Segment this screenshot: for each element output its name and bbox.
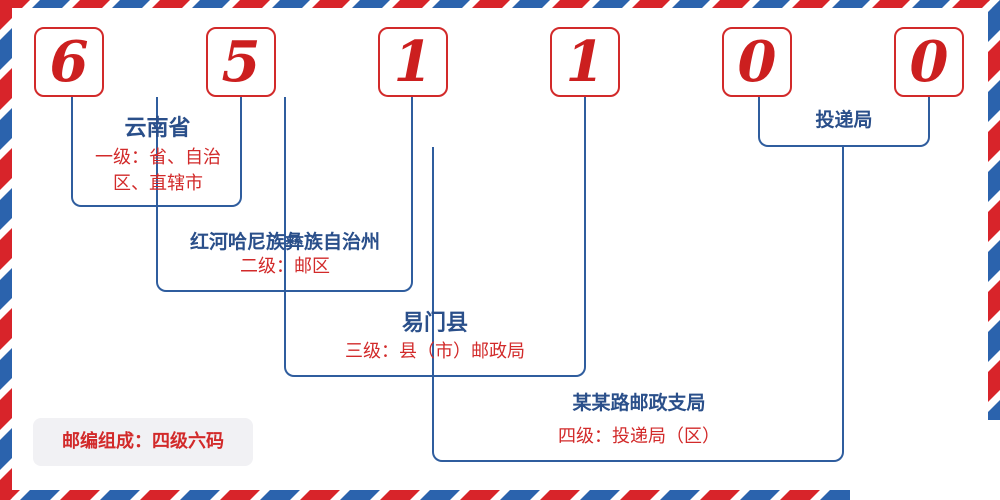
branch-desc: 四级：投递局（区） xyxy=(558,426,720,447)
delivery-title: 投递局 xyxy=(815,109,873,131)
digit-1: 6 xyxy=(34,27,104,97)
bracket-branch xyxy=(432,147,844,462)
province-title: 云南省 xyxy=(124,116,191,141)
district-desc: 二级：邮区 xyxy=(240,256,330,277)
digit-6: 0 xyxy=(894,27,964,97)
bracket-county xyxy=(284,97,586,377)
county-title: 易门县 xyxy=(401,311,468,336)
district-title: 红河哈尼族彝族自治州 xyxy=(189,231,380,253)
branch-title: 某某路邮政支局 xyxy=(572,392,706,414)
digit-4: 1 xyxy=(550,27,620,97)
county-desc: 三级：县（市）邮政局 xyxy=(345,341,525,362)
digit-3: 1 xyxy=(378,27,448,97)
province-desc: 一级：省、自治区、直辖市 xyxy=(95,147,221,194)
digit-2: 5 xyxy=(206,27,276,97)
digit-5: 0 xyxy=(722,27,792,97)
bracket-delivery xyxy=(758,97,930,147)
composition-label: 邮编组成：四级六码 xyxy=(33,418,253,466)
